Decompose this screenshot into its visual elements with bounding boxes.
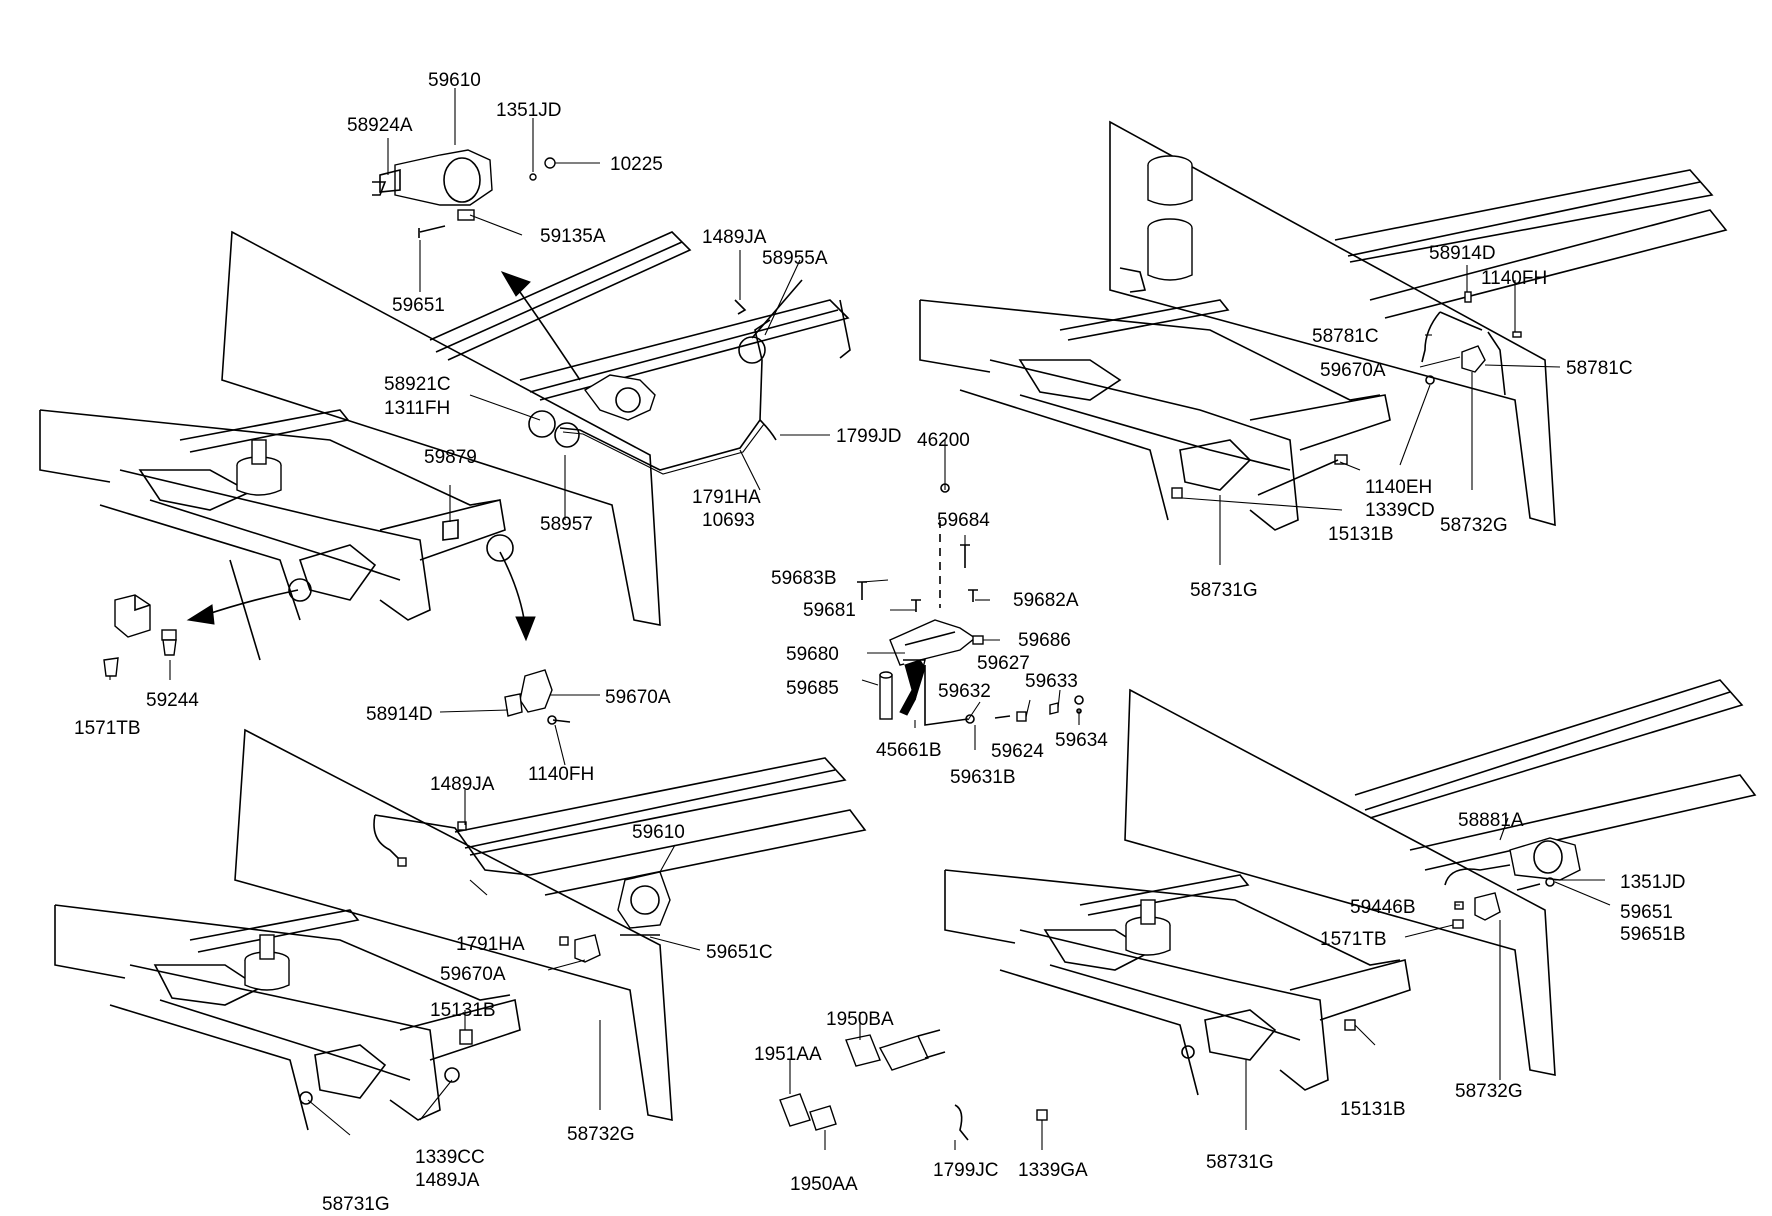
label-1311FH: 1311FH (384, 398, 450, 419)
label-1799JC: 1799JC (933, 1160, 999, 1181)
label-1489JA-bl2: 1489JA (415, 1170, 480, 1191)
label-58957: 58957 (540, 514, 593, 535)
label-1339GA: 1339GA (1018, 1160, 1088, 1181)
label-59670A-right: 59670A (1320, 360, 1386, 381)
label-58781C-a: 58781C (1312, 326, 1379, 347)
label-10693: 10693 (702, 510, 755, 531)
label-1950AA: 1950AA (790, 1174, 858, 1195)
label-58881A: 58881A (1458, 810, 1524, 831)
label-58731G-tr: 58731G (1190, 580, 1258, 601)
label-1791HA-bl: 1791HA (456, 934, 525, 955)
label-1799JD: 1799JD (836, 426, 902, 447)
label-45661B: 45661B (876, 740, 942, 761)
label-58781C-b: 58781C (1566, 358, 1633, 379)
label-59244: 59244 (146, 690, 199, 711)
part-labels: 59610 58924A 1351JD 10225 59135A 59651 1… (74, 70, 1686, 1215)
label-58921C: 58921C (384, 374, 451, 395)
label-59683B: 59683B (771, 568, 837, 589)
label-1950BA: 1950BA (826, 1009, 894, 1030)
label-1339CC: 1339CC (415, 1147, 485, 1168)
label-1351JD-top: 1351JD (496, 100, 562, 121)
top-right-frame-assembly (919, 120, 1728, 531)
label-58732G-br: 58732G (1455, 1081, 1523, 1102)
label-59633: 59633 (1025, 671, 1078, 692)
bottom-right-frame-assembly (944, 679, 1757, 1096)
label-58731G-br: 58731G (1206, 1152, 1274, 1173)
label-59446B: 59446B (1350, 897, 1416, 918)
label-1571TB-br: 1571TB (1320, 929, 1387, 950)
label-15131B-bl: 15131B (430, 1000, 496, 1021)
label-59685: 59685 (786, 678, 839, 699)
label-58914D-left: 58914D (366, 704, 433, 725)
label-59135A: 59135A (540, 226, 606, 247)
label-59670A-bl: 59670A (440, 964, 506, 985)
label-58732G-tr: 58732G (1440, 515, 1508, 536)
label-59670A-left: 59670A (605, 687, 671, 708)
label-59681: 59681 (803, 600, 856, 621)
label-59651C: 59651C (706, 942, 773, 963)
valve-59670A-group (504, 669, 571, 725)
label-1951AA: 1951AA (754, 1044, 822, 1065)
label-59680: 59680 (786, 644, 839, 665)
valve-59244-group (103, 594, 177, 677)
label-58955A: 58955A (762, 248, 828, 269)
label-59610-top: 59610 (428, 70, 481, 91)
label-59879: 59879 (424, 447, 477, 468)
bottom-left-frame-assembly (54, 728, 867, 1131)
label-59651-br: 59651 (1620, 902, 1673, 923)
label-58914D-right: 58914D (1429, 243, 1496, 264)
label-1339CD: 1339CD (1365, 500, 1435, 521)
label-15131B-br: 15131B (1340, 1099, 1406, 1120)
label-1571TB-left: 1571TB (74, 718, 141, 739)
label-1351JD-br: 1351JD (1620, 872, 1686, 893)
label-1489JA-bl: 1489JA (430, 774, 495, 795)
label-1489JA-top: 1489JA (702, 227, 767, 248)
label-10225: 10225 (610, 154, 663, 175)
fittings-group (779, 1029, 1048, 1141)
label-59631B: 59631B (950, 767, 1016, 788)
label-59651B: 59651B (1620, 924, 1686, 945)
label-58732G-bl: 58732G (567, 1124, 635, 1145)
label-1140FH-left: 1140FH (528, 764, 594, 785)
label-59634: 59634 (1055, 730, 1108, 751)
top-left-frame-assembly (39, 149, 851, 661)
label-59627: 59627 (977, 653, 1030, 674)
center-lock-assembly (857, 483, 1084, 726)
label-1140EH: 1140EH (1365, 477, 1432, 498)
label-15131B-tr: 15131B (1328, 524, 1394, 545)
label-59682A: 59682A (1013, 590, 1079, 611)
label-1791HA-top: 1791HA (692, 487, 761, 508)
label-59632: 59632 (938, 681, 991, 702)
label-59651-top: 59651 (392, 295, 445, 316)
label-46200: 46200 (917, 430, 970, 451)
label-59610-bl: 59610 (632, 822, 685, 843)
label-58924A: 58924A (347, 115, 413, 136)
label-59684: 59684 (937, 510, 990, 531)
label-1140FH-right: 1140FH (1481, 268, 1547, 289)
leader-lines (109, 88, 1611, 1150)
label-59624: 59624 (991, 741, 1044, 762)
label-59686: 59686 (1018, 630, 1071, 651)
label-58731G-bl: 58731G (322, 1194, 390, 1211)
